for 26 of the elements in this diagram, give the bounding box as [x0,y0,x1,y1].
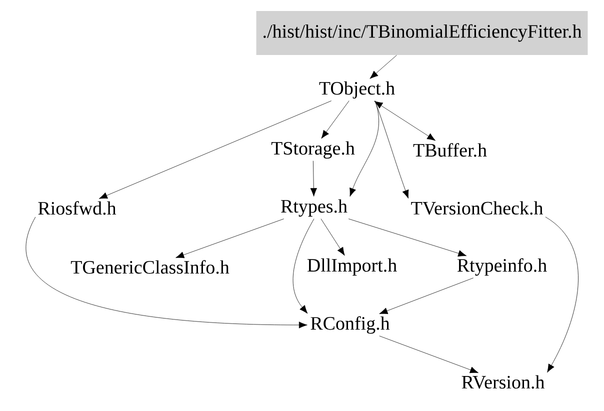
arrow [379,336,478,374]
arrow [176,218,284,258]
file-label: TBuffer.h [413,143,487,157]
file-label: TGenericClassInfo.h [70,260,230,274]
file-label: RVersion.h [462,375,544,389]
file-label: Rtypes.h [281,199,348,217]
file-label: TObject.h [319,81,395,99]
arrow [292,218,314,314]
arrow [374,101,436,141]
arrow [310,160,317,197]
arrow [321,100,350,139]
arrow [320,218,345,256]
file-label: Rtypeinfo.h [457,258,547,276]
arrow [374,100,409,198]
arrow [545,216,578,373]
arrow [348,218,467,257]
arrow [370,54,397,79]
arrow [379,278,474,314]
file-label: TVersionCheck.h [411,201,543,215]
file-box: ./hist/hist/inc/TBinomialEfficiencyFitter.h [256,11,588,55]
arrow [26,216,308,328]
file-label: DllImport.h [307,258,397,276]
file-label: TStorage.h [271,141,355,159]
file-label: RConfig.h [310,316,390,334]
file-label: Riosfwd.h [38,201,116,215]
arrow [98,100,332,199]
